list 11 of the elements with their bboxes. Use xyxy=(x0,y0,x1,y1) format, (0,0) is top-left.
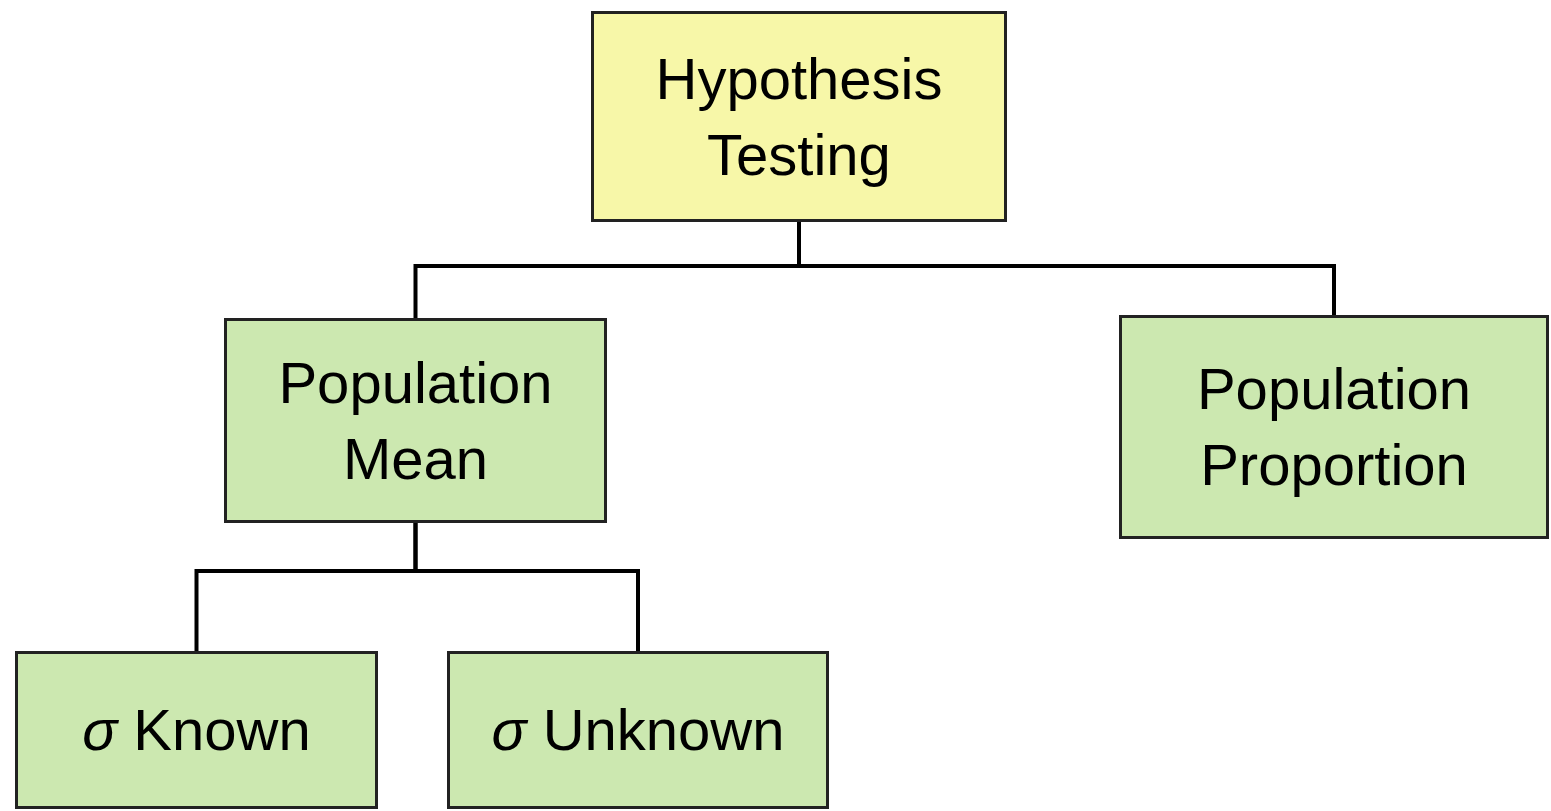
case-box xyxy=(447,651,829,809)
node-label: σ Unknown xyxy=(491,696,785,764)
connector-line xyxy=(413,523,640,651)
title-box xyxy=(591,11,1007,222)
category-box xyxy=(224,318,607,523)
node-label: σ Known xyxy=(82,696,311,764)
category-box xyxy=(1119,315,1549,539)
node-label: Hypothesis Testing xyxy=(654,44,944,189)
case-box xyxy=(15,651,378,809)
node-label: Population Proportion xyxy=(1195,355,1473,499)
node-label: Population Mean xyxy=(277,348,554,493)
